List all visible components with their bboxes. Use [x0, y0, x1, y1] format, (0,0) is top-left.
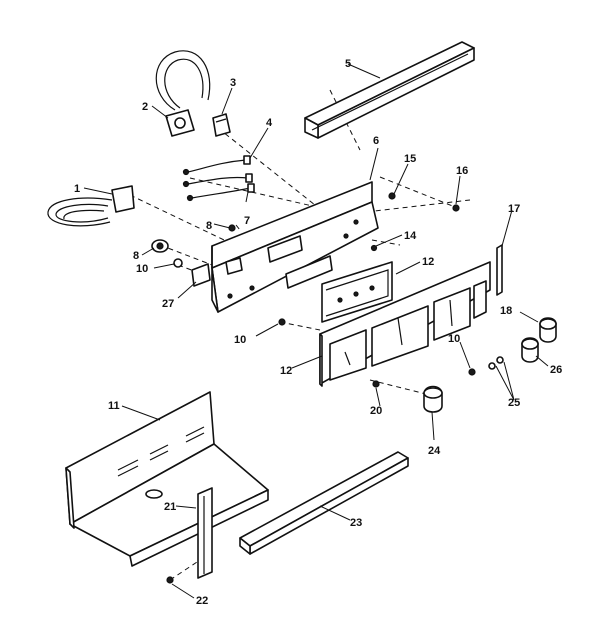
callout-12a: 12 — [422, 256, 434, 268]
callout-17: 17 — [508, 203, 520, 215]
lamp-nut — [173, 258, 183, 268]
callout-18: 18 — [500, 305, 512, 317]
trim-rod — [496, 244, 503, 296]
callout-6: 6 — [373, 135, 379, 147]
callout-24: 24 — [428, 445, 441, 457]
top-trim-strip — [304, 41, 475, 139]
control-display-plate — [321, 261, 393, 323]
small-fasteners — [166, 192, 504, 584]
callout-12b: 12 — [280, 365, 292, 377]
wire-harness — [182, 155, 255, 202]
callout-8b: 8 — [133, 250, 139, 262]
callout-3: 3 — [230, 77, 236, 89]
callout-2: 2 — [142, 101, 148, 113]
callout-10c: 10 — [448, 333, 460, 345]
callout-16: 16 — [456, 165, 468, 177]
callout-labels: 1 2 3 4 5 6 7 8 8 15 16 10 27 10 14 12 1… — [74, 58, 562, 607]
callout-4: 4 — [266, 117, 273, 129]
callout-22: 22 — [196, 595, 208, 607]
callout-10b: 10 — [234, 334, 246, 346]
callout-8a: 8 — [206, 220, 212, 232]
callout-14: 14 — [404, 230, 417, 242]
support-post — [197, 487, 213, 579]
callout-5: 5 — [345, 58, 351, 70]
leader-lines — [83, 63, 549, 599]
front-panel-overlay — [319, 261, 491, 387]
callout-21: 21 — [164, 501, 176, 513]
callout-27: 27 — [162, 298, 174, 310]
terminal-block — [191, 263, 211, 287]
callout-26: 26 — [550, 364, 562, 376]
indicator-lamp — [151, 239, 169, 253]
control-switch-assembly — [155, 50, 211, 137]
callout-7: 7 — [244, 215, 250, 227]
base-pan — [65, 391, 269, 567]
knob-18 — [539, 317, 557, 343]
knob-24 — [423, 385, 443, 413]
control-panel-bracket — [211, 181, 379, 313]
knob-26 — [521, 337, 539, 363]
callout-20: 20 — [370, 405, 382, 417]
callout-25: 25 — [508, 397, 520, 409]
switch-clip — [212, 113, 231, 137]
callout-15: 15 — [404, 153, 416, 165]
temperature-sensor-assembly — [47, 185, 135, 227]
callout-10a: 10 — [136, 263, 148, 275]
callout-1: 1 — [74, 183, 80, 195]
callout-23: 23 — [350, 517, 362, 529]
callout-11: 11 — [108, 400, 120, 412]
bottom-trim-strip — [239, 451, 409, 555]
